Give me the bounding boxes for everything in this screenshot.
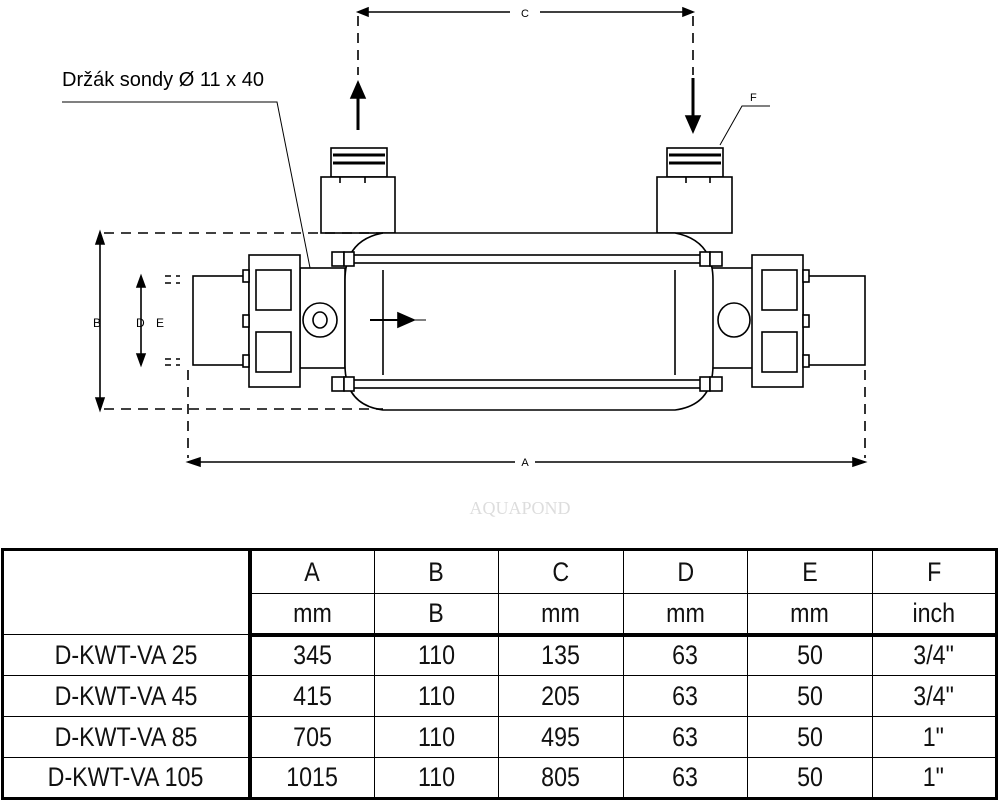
- value-cell: 135: [498, 634, 624, 676]
- watermark: AQUAPOND: [469, 498, 570, 518]
- unit-cell: mm: [747, 593, 873, 637]
- right-port: [656, 147, 733, 234]
- col-header: C: [498, 549, 624, 594]
- value-cell: 110: [373, 634, 499, 676]
- value-cell: 50: [747, 634, 873, 676]
- value-cell: 3/4": [871, 634, 997, 676]
- unit-cell: mm: [249, 593, 375, 637]
- value-cell: 705: [249, 716, 375, 758]
- col-header: F: [871, 549, 997, 594]
- value-cell: 63: [622, 757, 748, 799]
- probe-leader: [62, 101, 319, 309]
- unit-cell: B: [373, 593, 499, 637]
- value-cell: 1015: [249, 757, 375, 799]
- heat-exchanger-drawing: Držák sondy Ø 11 x 40 C F B D E A AQUAPO…: [62, 6, 868, 518]
- table-row: D-KWT-VA 25 345 110 135 63 50 3/4": [2, 634, 997, 676]
- value-cell: 805: [498, 757, 624, 799]
- dimension-de: [135, 273, 180, 368]
- right-union: [751, 254, 866, 388]
- table-row: D-KWT-VA 45 415 110 205 63 50 3/4": [2, 675, 997, 717]
- blank-header-cell: [2, 549, 252, 635]
- value-cell: 3/4": [871, 675, 997, 717]
- label-f: F: [750, 92, 757, 104]
- left-port: [320, 147, 396, 234]
- label-c: C: [521, 8, 529, 20]
- col-header: D: [622, 549, 748, 594]
- left-union: [192, 254, 301, 388]
- value-cell: 110: [373, 757, 499, 799]
- dimension-b: [94, 229, 383, 413]
- model-cell: D-KWT-VA 45: [2, 675, 252, 717]
- table-row: D-KWT-VA 85 705 110 495 63 50 1": [2, 716, 997, 758]
- col-header: E: [747, 549, 873, 594]
- value-cell: 415: [249, 675, 375, 717]
- unit-cell: mm: [622, 593, 748, 637]
- dimension-a: [185, 370, 868, 468]
- value-cell: 63: [622, 675, 748, 717]
- value-cell: 205: [498, 675, 624, 717]
- value-cell: 1": [871, 757, 997, 799]
- value-cell: 50: [747, 716, 873, 758]
- value-cell: 110: [373, 716, 499, 758]
- probe-holder: [302, 302, 338, 338]
- f-leader: [719, 105, 770, 146]
- dimensions-table: A B C D E F mm B mm mm mm inch D-KWT-VA …: [1, 548, 998, 800]
- model-cell: D-KWT-VA 105: [2, 757, 252, 799]
- label-a: A: [521, 457, 529, 469]
- value-cell: 50: [747, 675, 873, 717]
- dimension-c: [355, 6, 696, 75]
- label-b: B: [93, 316, 101, 330]
- col-header: A: [249, 549, 375, 594]
- model-cell: D-KWT-VA 85: [2, 716, 252, 758]
- header-row: A B C D E F: [2, 549, 997, 635]
- value-cell: 1": [871, 716, 997, 758]
- unit-cell: inch: [871, 593, 997, 637]
- value-cell: 63: [622, 634, 748, 676]
- value-cell: 50: [747, 757, 873, 799]
- value-cell: 110: [373, 675, 499, 717]
- value-cell: 63: [622, 716, 748, 758]
- tie-rods: [331, 251, 723, 392]
- model-cell: D-KWT-VA 25: [2, 634, 252, 676]
- label-d: D: [136, 316, 145, 330]
- unit-cell: mm: [498, 593, 624, 637]
- table-row: D-KWT-VA 105 1015 110 805 63 50 1": [2, 757, 997, 799]
- value-cell: 495: [498, 716, 624, 758]
- units-row: mm B mm mm mm inch: [3, 593, 997, 637]
- col-header: B: [373, 549, 499, 594]
- value-cell: 345: [249, 634, 375, 676]
- probe-label: Držák sondy Ø 11 x 40: [62, 69, 264, 91]
- label-e: E: [156, 316, 164, 330]
